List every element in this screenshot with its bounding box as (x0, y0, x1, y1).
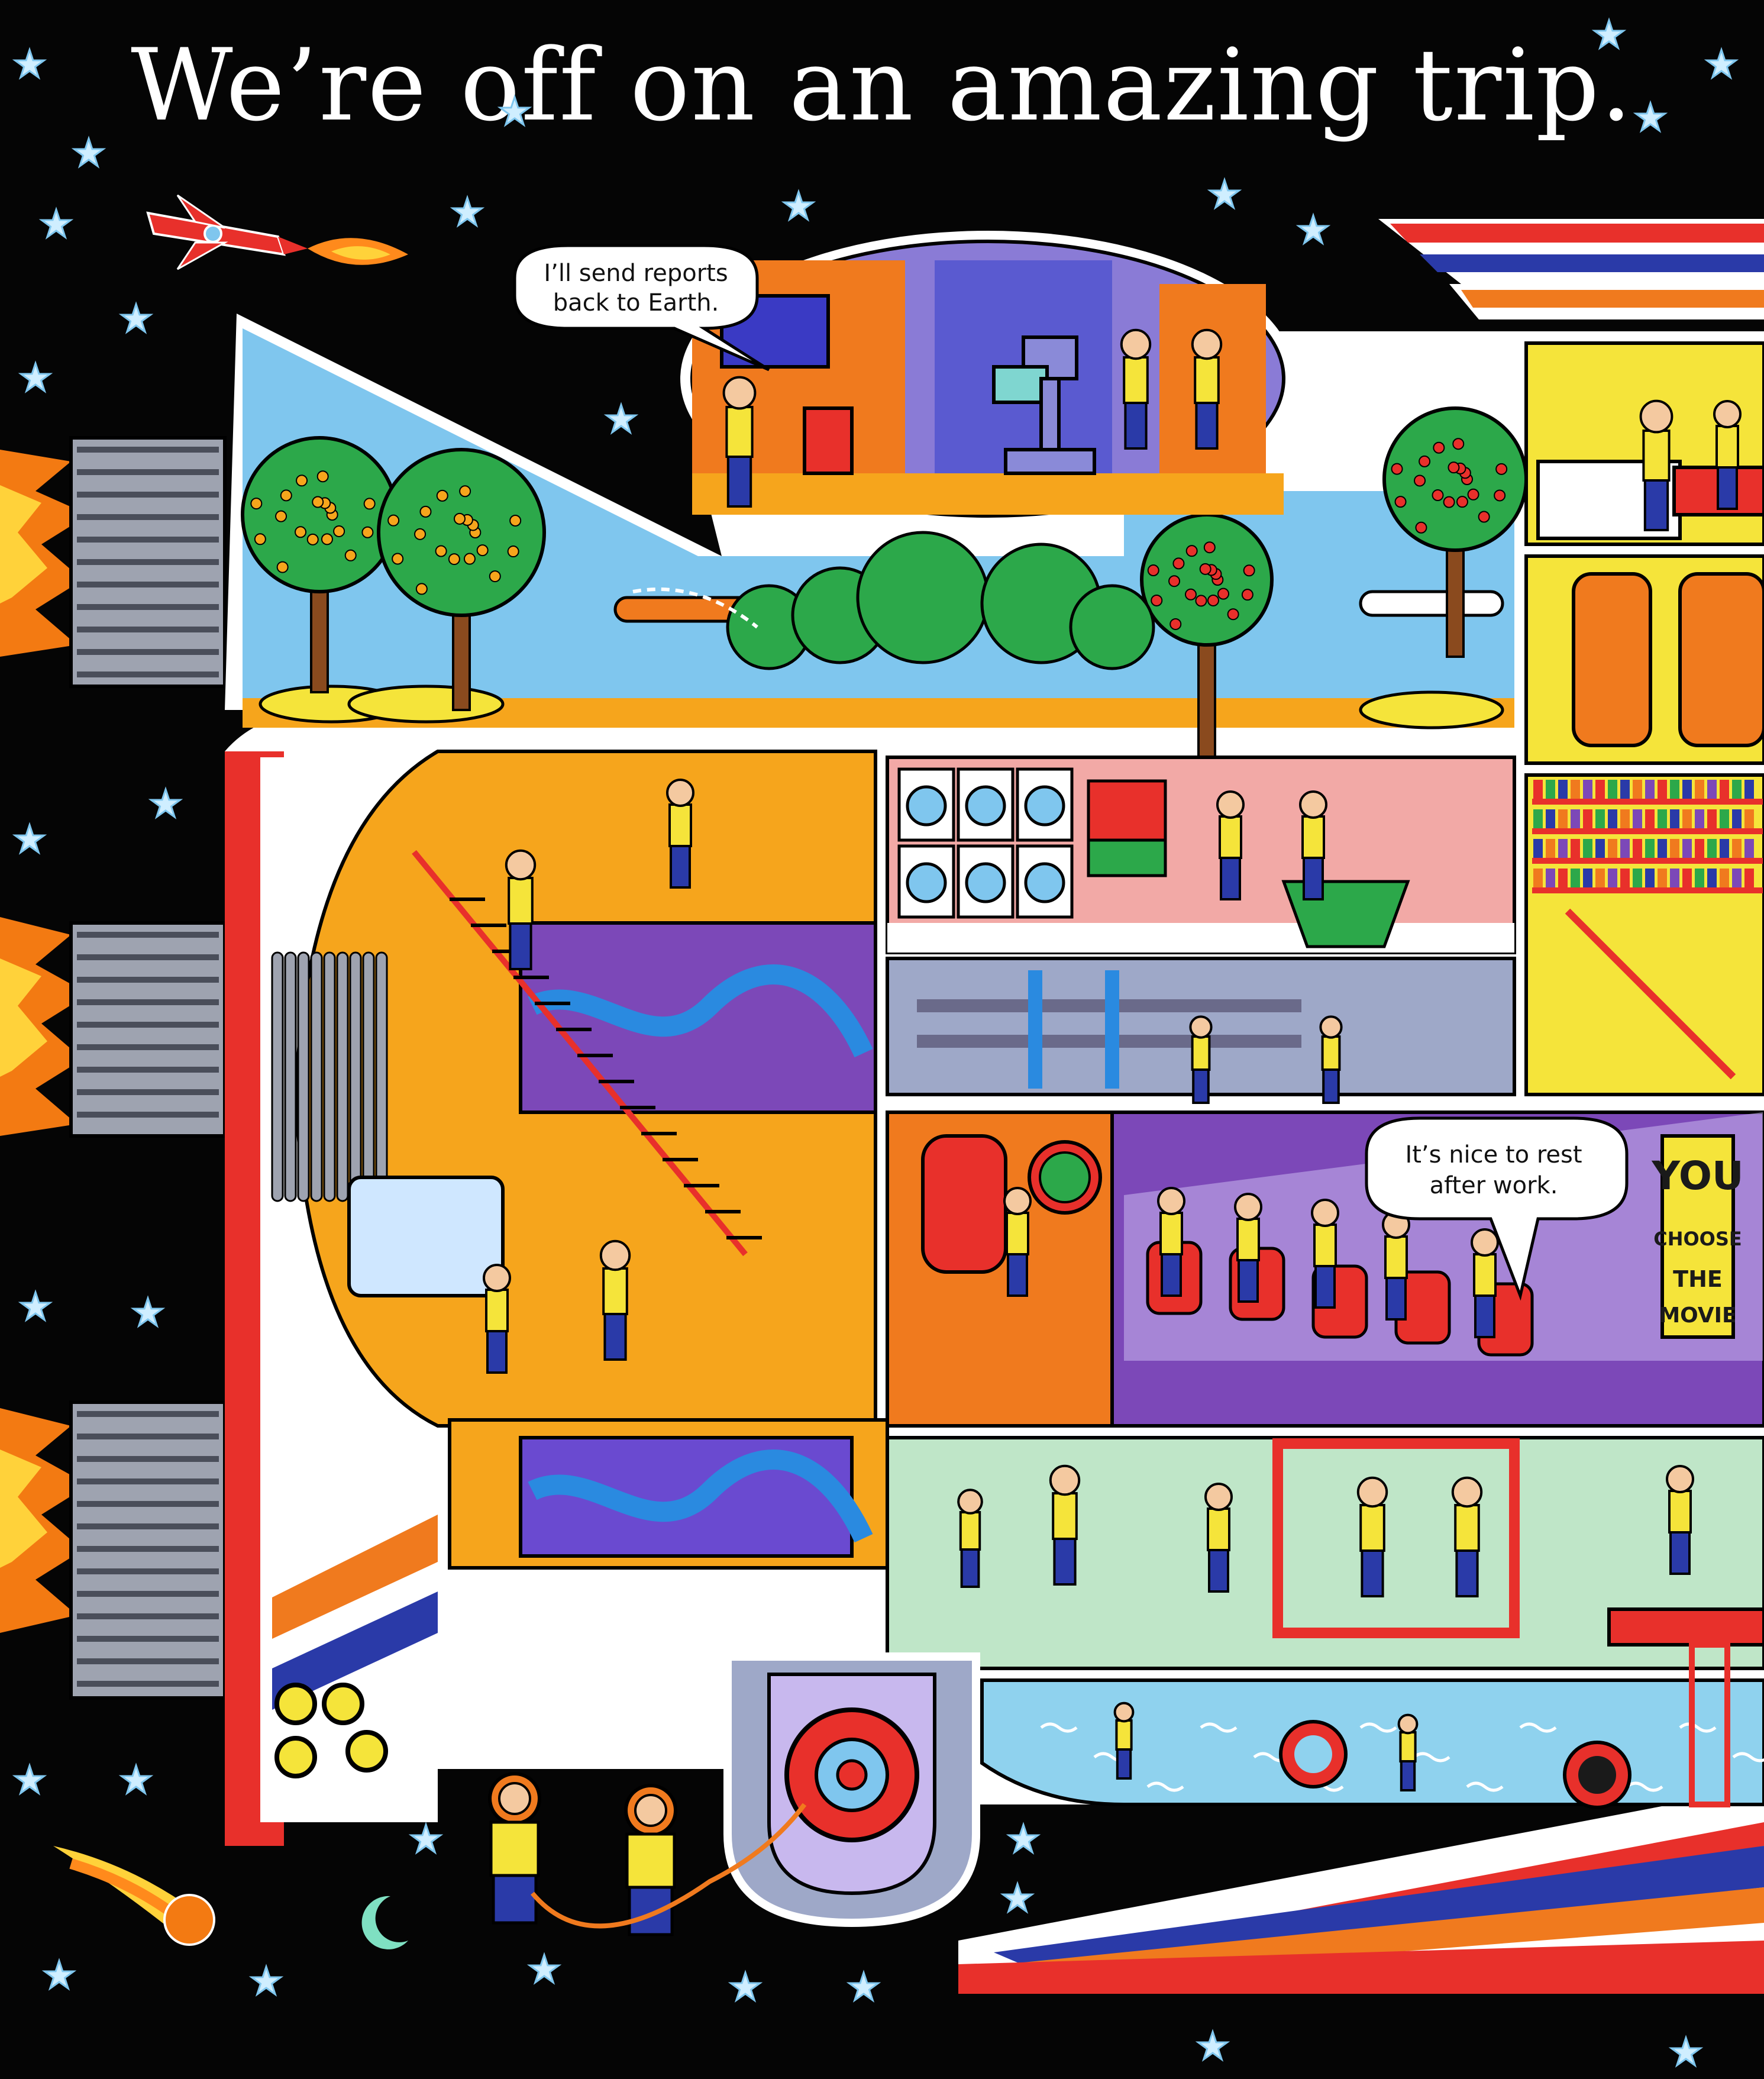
star-icon (526, 1952, 562, 1985)
bubble-line-1: It’s nice to rest (1405, 1141, 1582, 1168)
svg-text:YOU: YOU (1651, 1153, 1743, 1199)
kitchen (1524, 341, 1764, 546)
comet-icon (53, 1846, 215, 1946)
svg-text:CHOOSE: CHOOSE (1653, 1228, 1742, 1250)
speech-bubble-reports: I’ll send reports back to Earth. (513, 244, 770, 372)
laundry-room (886, 756, 1516, 954)
svg-text:MOVIE: MOVIE (1659, 1303, 1736, 1328)
star-icon (18, 1289, 53, 1322)
movie-poster (1660, 1134, 1735, 1339)
cinema (886, 1110, 1764, 1428)
star-icon (148, 786, 183, 819)
star-icon (12, 47, 47, 80)
movie-poster-text: YOU CHOOSE THE MOVIE (1651, 1153, 1743, 1328)
star-icon (1195, 2029, 1230, 2062)
star-icon (71, 135, 106, 169)
flame-icon (0, 450, 89, 657)
star-icon (118, 301, 154, 334)
upper-fin (1378, 219, 1764, 319)
star-icon (728, 1970, 763, 2003)
bubble-line-2: back to Earth. (553, 289, 719, 317)
star-icon (41, 1958, 77, 1991)
star-icon (497, 94, 532, 127)
star-icon (38, 206, 74, 240)
star-icon (408, 1822, 444, 1855)
star-icon (603, 402, 639, 435)
machinery-corridor (886, 957, 1516, 1104)
store (1524, 773, 1764, 1096)
star-icon (130, 1295, 166, 1328)
moon-icon (361, 1896, 408, 1949)
engine-room (271, 750, 889, 1570)
star-icon (118, 1762, 154, 1796)
bubble-line-2: after work. (1430, 1172, 1558, 1199)
star-icon (1006, 1822, 1041, 1855)
lower-fin (958, 1787, 1764, 1994)
flame-icon (0, 1408, 89, 1633)
comms-room (680, 231, 1295, 527)
gym (886, 1436, 1764, 1670)
portholes (274, 1683, 388, 1778)
spacewalking-astronauts (488, 1772, 807, 1936)
star-icon (1591, 17, 1627, 50)
svg-text:THE: THE (1673, 1266, 1723, 1292)
star-icon (18, 360, 53, 393)
star-field (12, 17, 1739, 2068)
star-icon (1633, 100, 1668, 133)
star-icon (12, 1762, 47, 1796)
garden-deck (241, 328, 1528, 758)
star-icon (1295, 212, 1331, 246)
flame-icon (0, 917, 89, 1136)
star-icon (1000, 1881, 1035, 1914)
star-icon (846, 1970, 881, 2003)
swimming-pool (980, 1642, 1764, 1809)
washroom (1524, 554, 1764, 765)
engine-exhausts (0, 436, 227, 1700)
bubble-line-1: I’ll send reports (544, 260, 728, 287)
star-icon (1207, 177, 1242, 210)
page-title: We’re off on an amazing trip. (131, 27, 1633, 143)
star-icon (1704, 47, 1739, 80)
speech-bubble-rest: It’s nice to rest after work. (1365, 1116, 1629, 1301)
star-icon (450, 195, 485, 228)
star-icon (12, 822, 47, 855)
airlock-pod (723, 1652, 980, 1928)
rocket-icon (146, 194, 408, 270)
star-icon (248, 1964, 284, 1997)
star-icon (1668, 2035, 1704, 2068)
star-icon (781, 189, 816, 222)
